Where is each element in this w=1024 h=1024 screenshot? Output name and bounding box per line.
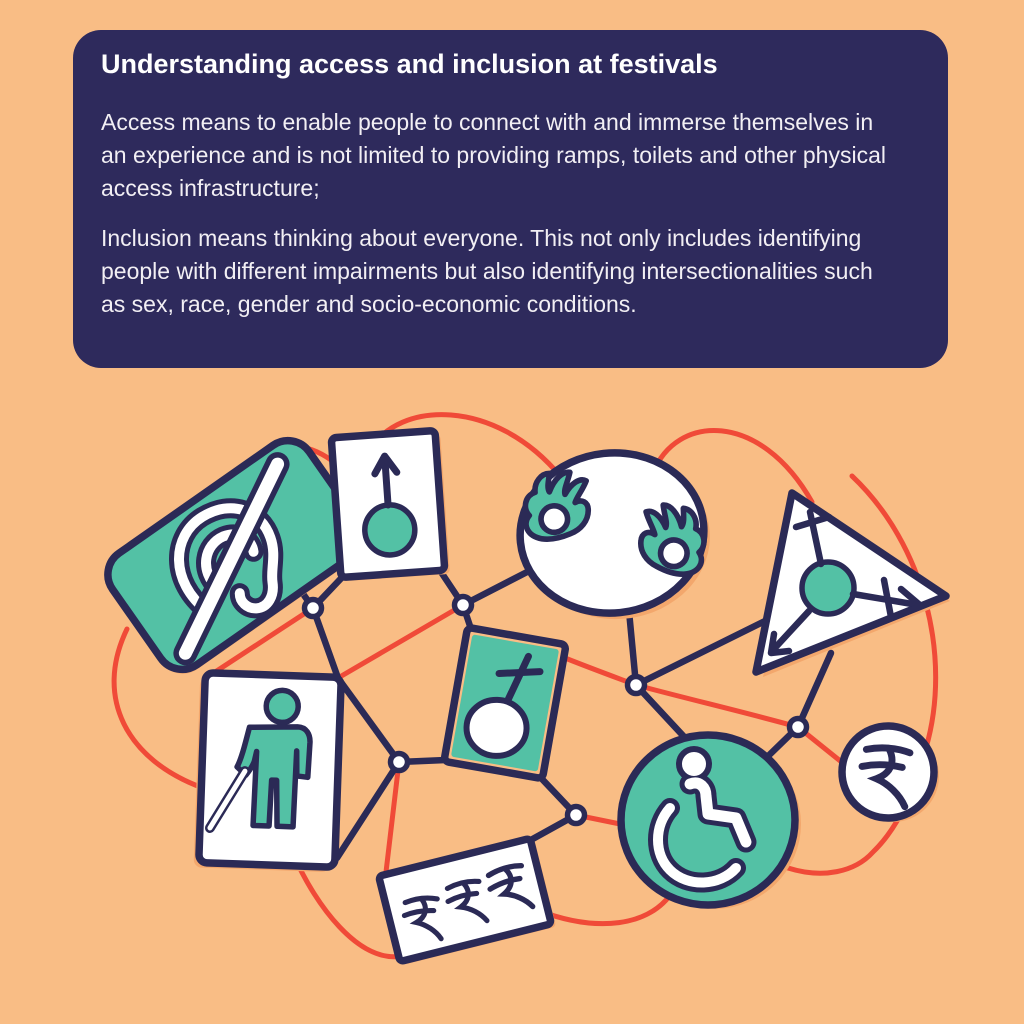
transgender-icon [752, 489, 950, 677]
rupee-coin-icon [838, 722, 939, 822]
male-symbol [362, 452, 418, 558]
access-definition-text: Access means to enable people to connect… [101, 109, 886, 201]
node [451, 593, 475, 617]
node [786, 715, 810, 739]
node [624, 673, 648, 697]
page-title: Understanding access and inclusion at fe… [101, 49, 718, 79]
inclusion-definition-text: Inclusion means thinking about everyone.… [101, 225, 873, 317]
info-panel: Understanding access and inclusion at fe… [73, 30, 948, 368]
male-gender-icon [327, 427, 450, 581]
rupee-note-icon [375, 835, 556, 965]
female-symbol [463, 652, 544, 759]
wheelchair-accessibility-icon [617, 731, 801, 909]
female-gender-icon [440, 624, 570, 782]
transgender-symbol [767, 508, 925, 657]
white-cane [204, 766, 250, 833]
node [564, 803, 588, 827]
node [301, 596, 325, 620]
slash-glyph [173, 452, 290, 666]
node [387, 750, 411, 774]
wheelchair-figure [648, 746, 757, 893]
sign-language-icon [516, 449, 718, 620]
blind-person-figure [204, 687, 313, 833]
blind-person-icon [193, 669, 345, 872]
deafness-ear-icon [104, 436, 366, 674]
network-nodes [301, 593, 810, 827]
